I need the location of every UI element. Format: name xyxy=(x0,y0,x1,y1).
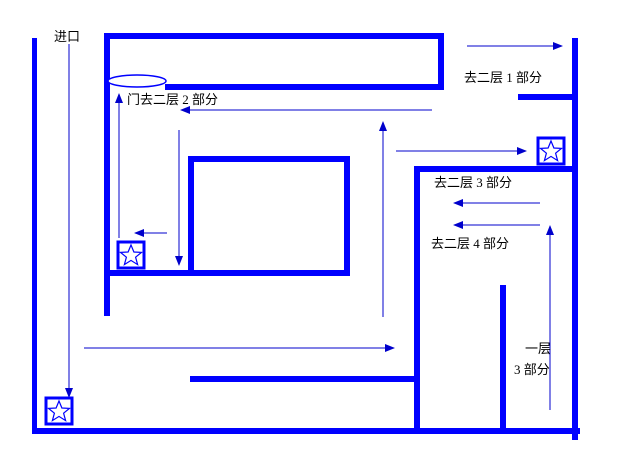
wall-left-outer xyxy=(32,38,37,433)
wall-center-room-top xyxy=(188,156,349,162)
wall-right-shelf xyxy=(518,94,576,100)
label-floor1-line2: 3 部分 xyxy=(514,362,550,377)
wall-top-right-stub xyxy=(438,33,444,90)
wall-right-block-top xyxy=(414,166,576,172)
wall-right-block-left xyxy=(414,166,420,434)
wall-top-left-vertical xyxy=(104,33,110,316)
walls xyxy=(32,33,580,440)
wall-right-outer xyxy=(572,38,578,440)
wall-top-inner xyxy=(104,33,444,39)
star-marker-icon xyxy=(44,396,74,426)
wall-right-inner-vertical xyxy=(500,285,506,434)
label-to-part3: 去二层 3 部分 xyxy=(434,175,513,190)
star-marker-icon xyxy=(116,240,146,270)
star-marker-icon xyxy=(536,136,566,166)
wall-upper-corridor xyxy=(165,84,444,90)
wall-bottom-outer xyxy=(32,428,580,434)
door-ellipse-icon xyxy=(107,74,167,88)
label-to-part1: 去二层 1 部分 xyxy=(464,70,543,85)
label-floor1-line1: 一层 xyxy=(525,341,552,356)
label-to-part4: 去二层 4 部分 xyxy=(431,236,510,251)
wall-center-room-left xyxy=(188,156,194,276)
label-entrance: 进口 xyxy=(54,29,81,44)
label-door-to-part2: 门去二层 2 部分 xyxy=(127,92,219,107)
arrows xyxy=(65,42,563,410)
wall-lower-corridor xyxy=(190,376,420,382)
wall-center-room-right xyxy=(344,156,350,276)
wall-center-room-bottom xyxy=(104,270,350,276)
